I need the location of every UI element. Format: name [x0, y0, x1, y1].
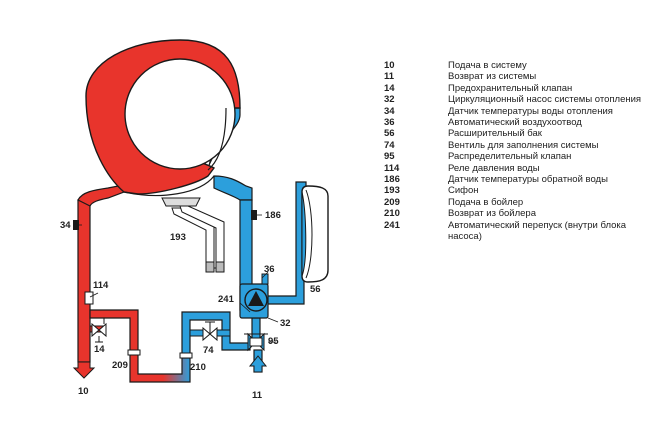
legend-number: 186	[384, 174, 400, 186]
heat-exchanger	[85, 39, 241, 197]
legend-row: 193 Сифон	[384, 185, 654, 196]
label-36: 36	[264, 264, 275, 275]
legend-row: 186 Датчик температуры обратной воды	[384, 174, 654, 185]
label-74: 74	[203, 345, 214, 356]
legend-number: 241	[384, 219, 400, 231]
supply-outlet-arrow	[72, 361, 96, 379]
legend-number: 36	[384, 117, 395, 129]
pump-arrow-icon	[248, 291, 264, 306]
legend-number: 95	[384, 151, 395, 163]
legend-row: 14 Предохранительный клапан	[384, 83, 654, 94]
legend-row: 210 Возврат из бойлера	[384, 208, 654, 219]
expansion-tank-shell	[301, 185, 329, 283]
legend-number: 11	[384, 71, 395, 83]
legend-number: 14	[384, 82, 395, 94]
legend-text: Возврат из бойлера	[448, 208, 536, 220]
label-209: 209	[112, 360, 128, 371]
burner-chamber	[124, 58, 236, 170]
legend-row: 11 Возврат из системы	[384, 71, 654, 82]
distribution-valve-95	[244, 332, 268, 352]
legend-row: 10 Подача в систему	[384, 60, 654, 71]
label-193: 193	[170, 232, 186, 243]
legend-text: Датчик температуры обратной воды	[448, 174, 608, 186]
label-32: 32	[280, 318, 291, 329]
label-114: 114	[93, 280, 109, 291]
joint-209	[127, 349, 141, 356]
joint-210	[179, 352, 193, 359]
legend-row: 56 Расширительный бак	[384, 128, 654, 139]
cropped-top-text: ‾ ‾ ‾ ‾ ‾ ‾ ‾	[148, 0, 186, 4]
safety-valve-14	[91, 317, 107, 343]
supply-pipe-left	[77, 199, 91, 363]
label-10: 10	[78, 386, 89, 397]
legend-row: 32 Циркуляционный насос системы отопления	[384, 94, 654, 105]
legend-text: Подача в бойлер	[448, 196, 524, 208]
legend-row: 241 Автоматический перепуск (внутри блока…	[384, 220, 654, 243]
legend-number: 32	[384, 94, 395, 106]
legend-number: 10	[384, 60, 395, 71]
hydraulic-diagram: 34 186 193 36 114 241 56 32 74 95 14 209…	[60, 39, 329, 401]
legend-number: 209	[384, 196, 400, 208]
legend-number: 56	[384, 128, 395, 140]
legend-number: 74	[384, 139, 395, 151]
legend-text: Предохранительный клапан	[448, 82, 573, 94]
legend-text: Циркуляционный насос системы отопления	[448, 94, 642, 106]
legend-text: Расширительный бак	[448, 128, 542, 140]
leader-lines	[73, 214, 279, 343]
label-14: 14	[94, 344, 105, 355]
siphon-193	[161, 197, 225, 273]
legend-text: Реле давления воды	[448, 162, 540, 174]
legend-text: Подача в систему	[448, 60, 527, 71]
expansion-tank-pipe	[265, 181, 307, 305]
legend-text: Распределительный клапан	[448, 151, 572, 163]
legend-number: 34	[384, 105, 395, 117]
legend-text: Датчик температуры воды отопления	[448, 105, 613, 117]
label-95: 95	[268, 336, 279, 347]
label-210: 210	[190, 362, 206, 373]
supply-circuit	[72, 185, 191, 383]
legend-text: Сифон	[448, 185, 479, 197]
legend-row: 114 Реле давления воды	[384, 163, 654, 174]
label-186: 186	[265, 210, 281, 221]
label-241: 241	[218, 294, 235, 305]
supply-connector	[77, 185, 126, 207]
expansion-tank-membrane	[305, 189, 313, 279]
diagram-labels: 34 186 193 36 114 241 56 32 74 95 14 209…	[60, 210, 321, 401]
legend-text: Возврат из системы	[448, 71, 537, 83]
legend-row: 74 Вентиль для заполнения системы	[384, 140, 654, 151]
legend-row: 95 Распределительный клапан	[384, 151, 654, 162]
air-vent-36	[261, 273, 269, 285]
fill-valve-74	[189, 321, 231, 342]
legend-row: 209 Подача в бойлер	[384, 197, 654, 208]
label-56: 56	[310, 284, 321, 295]
legend-row: 34 Датчик температуры воды отопления	[384, 106, 654, 117]
pump-to-valve-pipe	[251, 317, 261, 341]
return-inlet-arrow	[248, 355, 268, 373]
pressure-switch-114	[84, 291, 94, 305]
legend-text: Автоматический перепуск (внутри блока на…	[448, 219, 627, 243]
legend-number: 193	[384, 185, 400, 197]
label-11: 11	[252, 390, 263, 401]
label-34: 34	[60, 220, 71, 231]
legend-text: Вентиль для заполнения системы	[448, 139, 599, 151]
legend-number: 114	[384, 162, 400, 174]
legend-number: 210	[384, 208, 400, 220]
legend-text: Автоматический воздухоотвод	[448, 117, 582, 129]
legend-row: 36 Автоматический воздухоотвод	[384, 117, 654, 128]
expansion-tank-56	[301, 185, 329, 283]
